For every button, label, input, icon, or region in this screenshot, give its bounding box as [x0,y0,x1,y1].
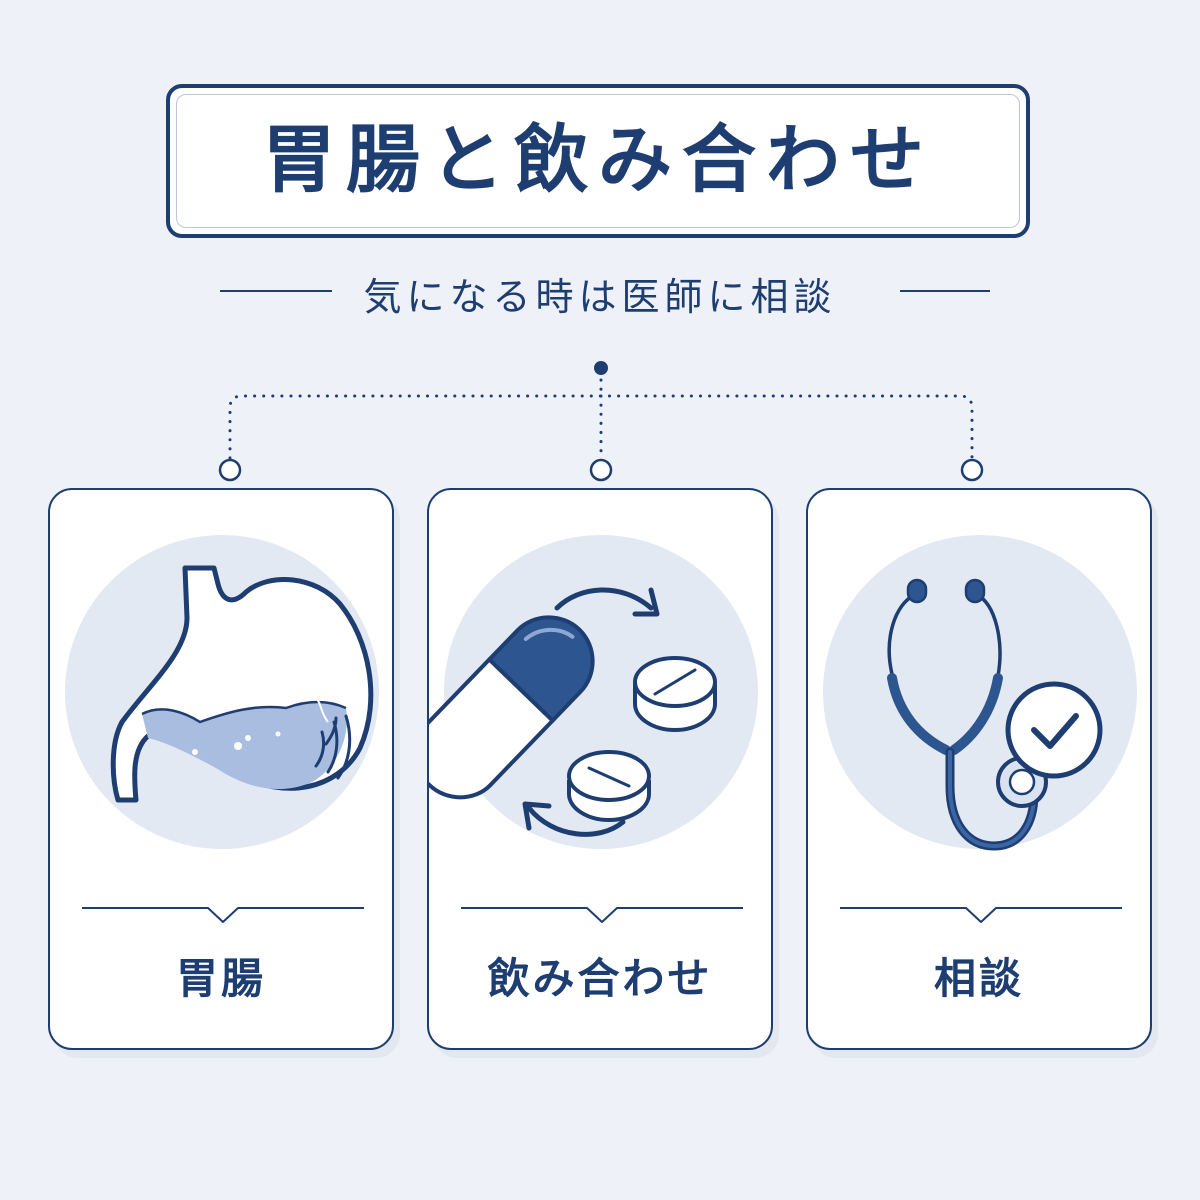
stethoscope-icon [887,592,1039,851]
card-stomach: 胃腸 [48,488,394,1050]
card-consultation: 相談 [806,488,1152,1050]
subtitle-left-rule [220,290,332,292]
capsule-icon [429,615,595,800]
branch-node-ring [960,458,984,482]
title-frame: 胃腸と飲み合わせ [166,84,1030,238]
label-divider [840,907,1122,923]
branch-node-ring [218,458,242,482]
label-divider [461,907,743,923]
icon-circle-bg [444,535,758,849]
label-divider [82,907,364,923]
connector-tree [218,361,984,482]
stomach-icon [110,565,374,803]
card-label: 相談 [933,954,1024,1003]
card-label: 胃腸 [175,954,266,1003]
root-node-dot [594,361,608,375]
earpiece-icon [906,578,928,604]
subtitle: 気になる時は医師に相談 [363,275,837,319]
card-art [823,535,1137,851]
tablet-icon [633,656,717,733]
cycle-arrow-top-icon [554,587,660,617]
card-art [429,535,758,849]
subtitle-right-rule [900,290,990,292]
check-badge-icon [1005,681,1103,779]
tablet-icon [567,750,651,823]
card-art [65,535,379,849]
motion-lines-icon [314,714,352,780]
card-interaction: 飲み合わせ [427,488,773,1050]
subtitle-row: 気になる時は医師に相談 [0,262,1200,319]
earpiece-icon [964,578,986,604]
card-label: 飲み合わせ [487,954,713,1003]
cycle-arrow-bottom-icon [522,801,626,837]
branch-node-ring [589,458,613,482]
